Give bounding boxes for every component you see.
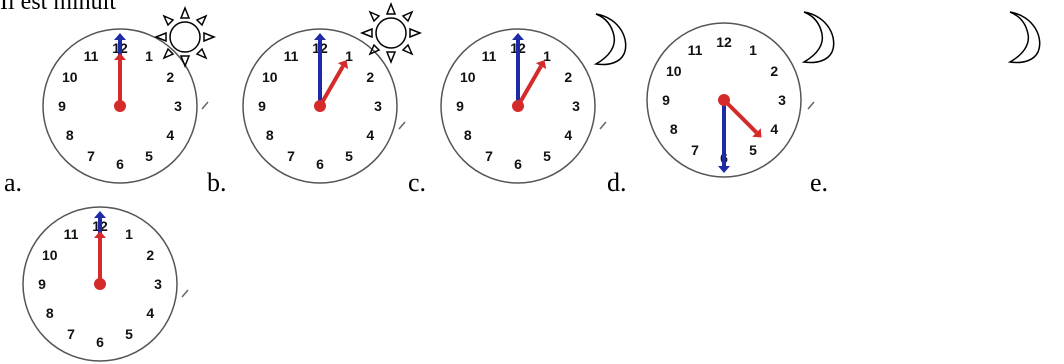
clock-number: 11 [64,226,79,242]
minute-hand-arrow [94,211,106,218]
minute-hand-arrow [512,33,524,40]
clock-a: 121234567891011 [42,28,198,184]
clock-number: 2 [366,69,374,85]
clock-number: 10 [42,247,58,263]
option-label-b[interactable]: b. [207,168,227,197]
clock-number: 6 [116,156,124,172]
clock-number: 4 [166,127,174,143]
clock-number: 3 [572,98,580,114]
moon-icon [1007,11,1041,64]
clock-center [314,100,326,112]
clock-number: 11 [84,48,99,64]
clock-center [512,100,524,112]
clock-number: 6 [316,156,324,172]
clock-number: 5 [543,148,551,164]
clock-number: 7 [287,148,295,164]
clock-number: 4 [366,127,374,143]
option-label-e[interactable]: e. [810,168,829,197]
clock-number: 1 [543,48,551,64]
moon-icon [593,13,627,66]
option-label-c[interactable]: c. [408,168,427,197]
option-label-a[interactable]: a. [4,168,23,197]
clock-number: 10 [460,69,476,85]
clock-number: 3 [174,98,182,114]
clock-number: 7 [485,148,493,164]
clock-number: 9 [58,98,66,114]
tick-mark [201,101,209,110]
clock-number: 2 [146,247,154,263]
clock-number: 5 [749,142,757,158]
clock-number: 9 [38,276,46,292]
clock-number: 9 [662,92,670,108]
clock-number: 2 [166,69,174,85]
clock-number: 8 [66,127,74,143]
clock-center [94,278,106,290]
clock-number: 10 [262,69,278,85]
clock-number: 8 [670,121,678,137]
question-title: Il est minuit [0,0,116,15]
clock-number: 11 [688,42,703,58]
clock-number: 4 [564,127,572,143]
clock-number: 6 [514,156,522,172]
clock-number: 3 [154,276,162,292]
tick-mark [398,121,406,130]
clock-number: 9 [258,98,266,114]
clock-number: 8 [464,127,472,143]
clock-d: 121234567891011 [646,22,802,178]
clock-answer: 121234567891011 [22,206,178,362]
clock-number: 3 [374,98,382,114]
clock-center [718,94,730,106]
clock-number: 5 [345,148,353,164]
clock-number: 12 [716,34,732,50]
clock-number: 10 [62,69,78,85]
hour-hand-arrow [752,128,762,138]
clock-number: 1 [145,48,153,64]
tick-mark [599,121,607,130]
clock-number: 11 [284,48,299,64]
clock-number: 8 [46,305,54,321]
minute-hand-arrow [718,166,730,173]
hour-hand-arrow [94,231,106,238]
clock-number: 3 [778,92,786,108]
minute-hand-arrow [314,33,326,40]
hour-hand [516,65,543,107]
clock-number: 7 [87,148,95,164]
moon-icon [801,11,835,64]
clock-number: 5 [145,148,153,164]
clock-number: 4 [146,305,154,321]
hour-hand [722,98,758,134]
tick-mark [807,101,815,110]
sun-icon [153,5,217,69]
clock-c: 121234567891011 [440,28,596,184]
minute-hand-arrow [114,33,126,40]
clock-number: 9 [456,98,464,114]
hour-hand-arrow [337,60,349,70]
clock-number: 1 [749,42,757,58]
hour-hand [318,65,345,107]
sun-icon [359,1,423,65]
option-label-d[interactable]: d. [607,168,627,197]
clock-number: 2 [770,63,778,79]
clock-center [114,100,126,112]
clock-number: 11 [482,48,497,64]
clock-b: 121234567891011 [242,28,398,184]
clock-number: 1 [345,48,353,64]
hour-hand-arrow [114,53,126,60]
clock-number: 4 [770,121,778,137]
clock-number: 2 [564,69,572,85]
clock-number: 8 [266,127,274,143]
tick-mark [181,289,189,298]
clock-number: 6 [96,334,104,350]
clock-number: 1 [125,226,133,242]
clock-number: 7 [691,142,699,158]
clock-number: 5 [125,326,133,342]
clock-number: 7 [67,326,75,342]
hour-hand-arrow [535,60,547,70]
clock-number: 10 [666,63,682,79]
